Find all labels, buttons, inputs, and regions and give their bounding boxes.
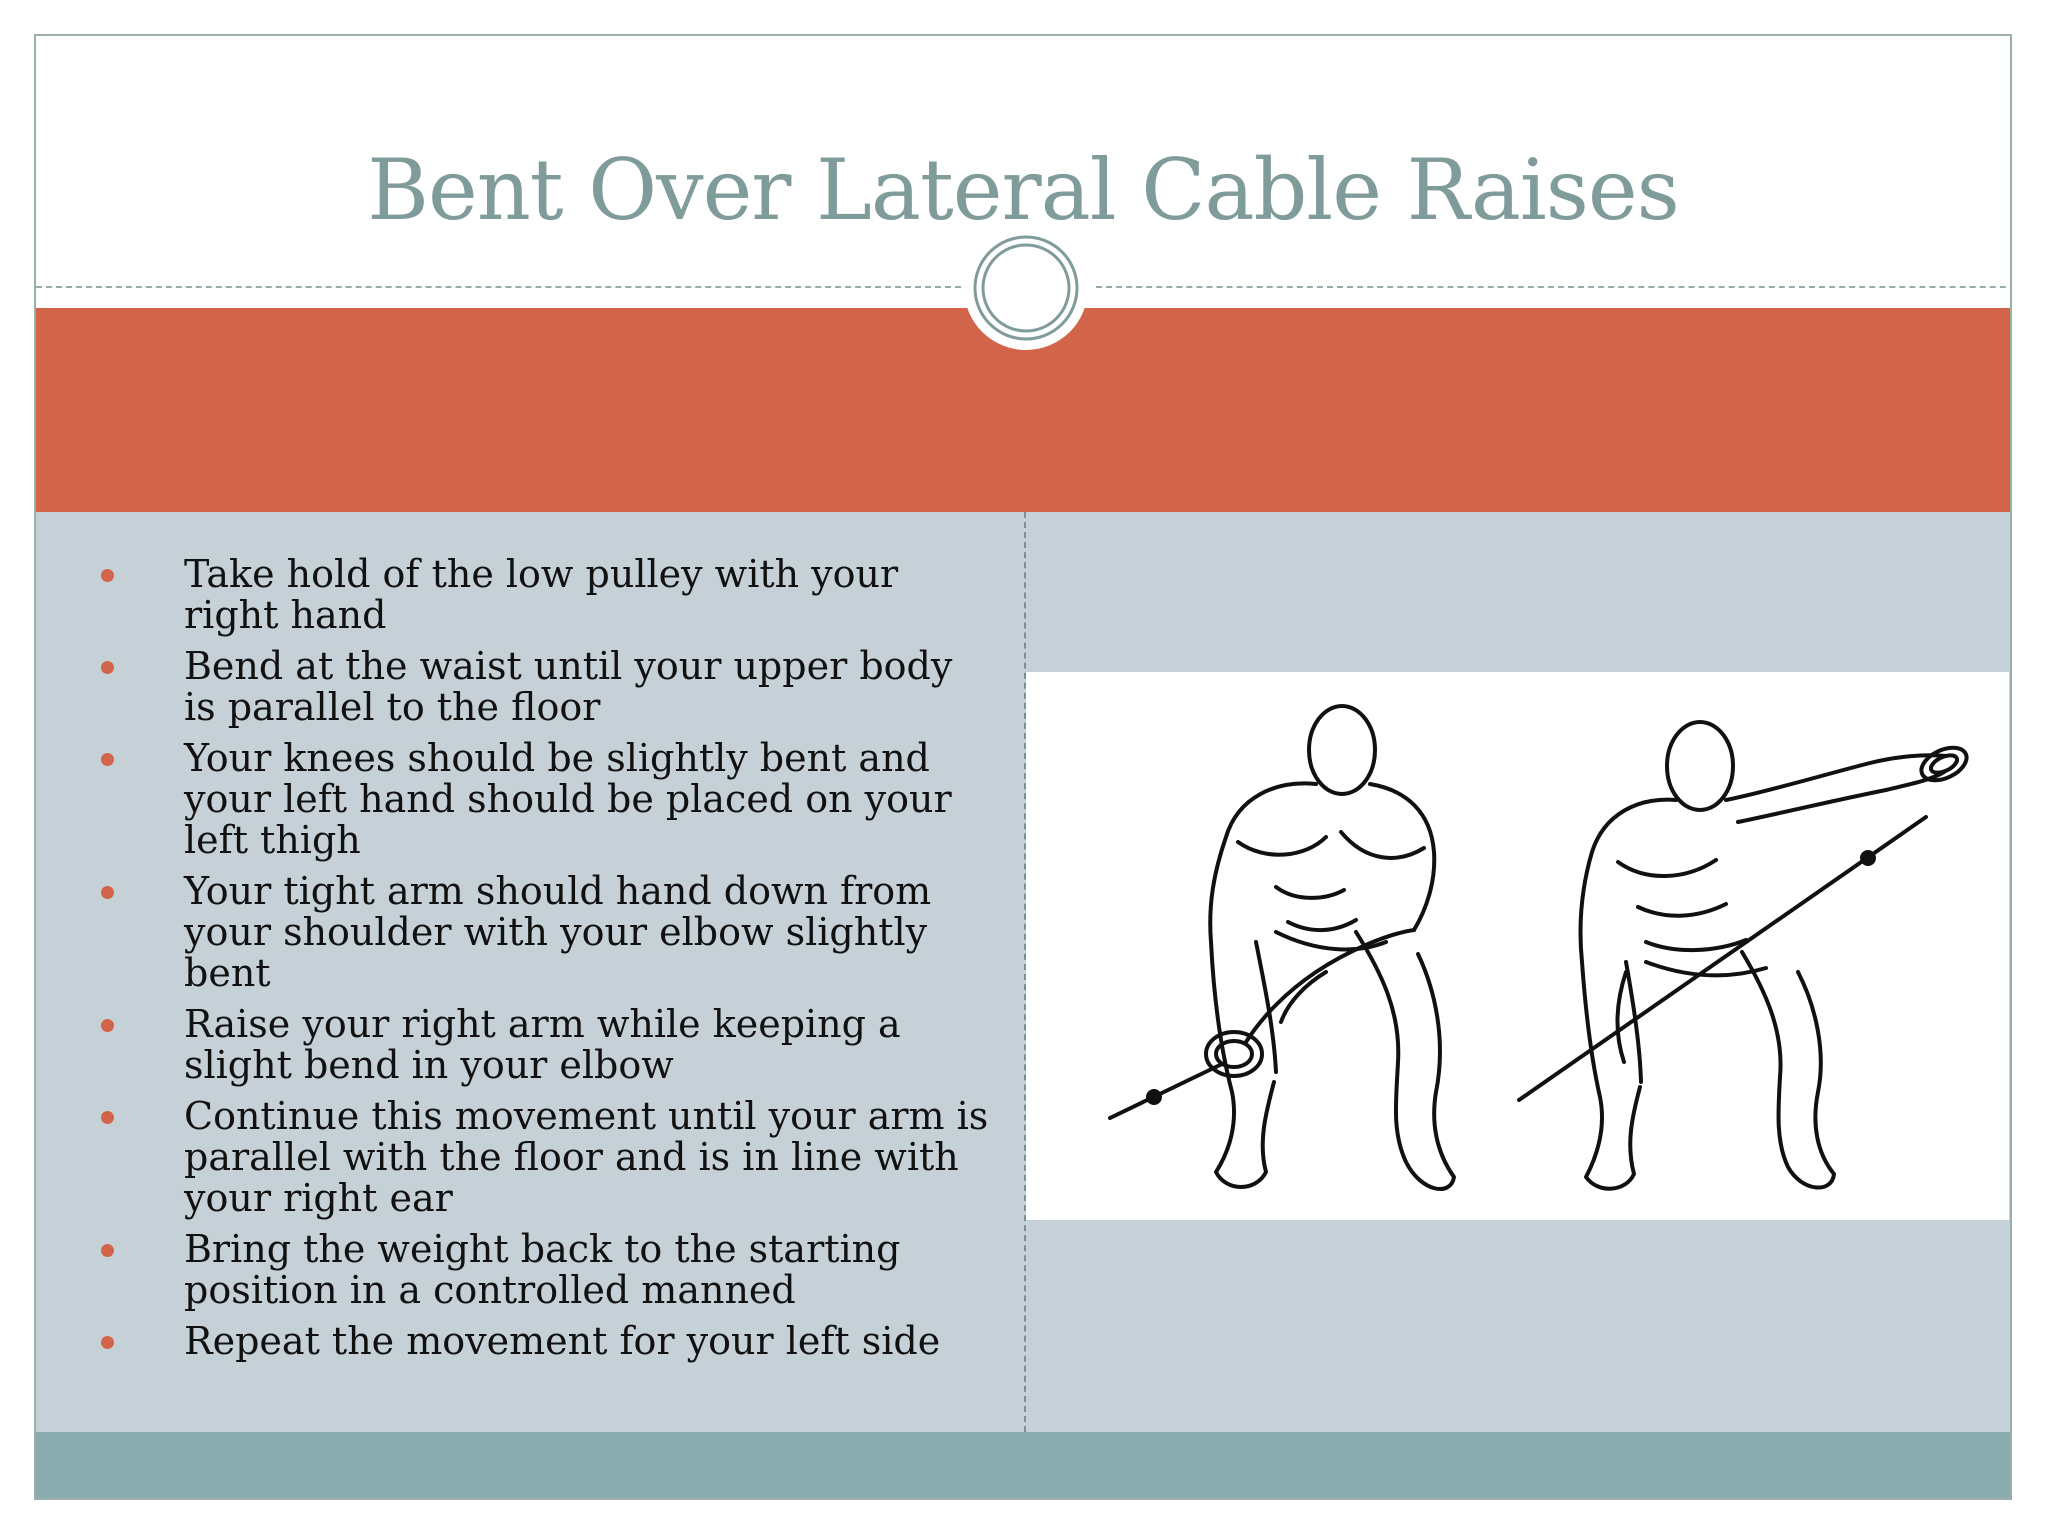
figure-start-position (1108, 704, 1456, 1191)
list-item: Continue this movement until your arm is… (90, 1096, 990, 1219)
exercise-illustration (1026, 672, 2009, 1220)
list-item: Your tight arm should hand down from you… (90, 871, 990, 994)
list-item: Your knees should be slightly bent and y… (90, 738, 990, 861)
list-item: Bend at the waist until your upper body … (90, 646, 990, 728)
list-item-text: Take hold of the low pulley with your ri… (184, 552, 899, 637)
footer-band (36, 1432, 2010, 1498)
list-item-text: Raise your right arm while keeping a sli… (184, 1002, 901, 1087)
list-item: Repeat the movement for your left side (90, 1321, 990, 1362)
list-item-text: Your knees should be slightly bent and y… (184, 736, 952, 862)
bullet-icon (101, 753, 114, 766)
bullet-icon (101, 1244, 114, 1257)
list-item-text: Bend at the waist until your upper body … (184, 644, 953, 729)
bullet-icon (101, 1111, 114, 1124)
content-area: Take hold of the low pulley with your ri… (36, 512, 2010, 1432)
list-item-text: Bring the weight back to the starting po… (184, 1227, 901, 1312)
list-item-text: Repeat the movement for your left side (184, 1319, 941, 1363)
list-item-text: Your tight arm should hand down from you… (184, 869, 932, 995)
bullet-icon (101, 1336, 114, 1349)
column-divider (1024, 512, 1026, 1432)
list-item-text: Continue this movement until your arm is… (184, 1094, 989, 1220)
bullet-icon (101, 661, 114, 674)
title-divider-right (1096, 286, 2010, 288)
figure-raised-position (1517, 720, 1969, 1191)
instruction-list: Take hold of the low pulley with your ri… (90, 554, 990, 1372)
bullet-icon (101, 569, 114, 582)
slide-title: Bent Over Lateral Cable Raises (367, 141, 1679, 239)
slide: Bent Over Lateral Cable Raises Take hold… (34, 34, 2012, 1500)
list-item: Take hold of the low pulley with your ri… (90, 554, 990, 636)
title-divider-left (36, 286, 961, 288)
list-item: Bring the weight back to the starting po… (90, 1229, 990, 1311)
exercise-figures-illustration-icon (1108, 704, 1969, 1191)
bullet-icon (101, 886, 114, 899)
list-item: Raise your right arm while keeping a sli… (90, 1004, 990, 1086)
circle-ornament-icon (964, 226, 1088, 350)
bullet-icon (101, 1019, 114, 1032)
